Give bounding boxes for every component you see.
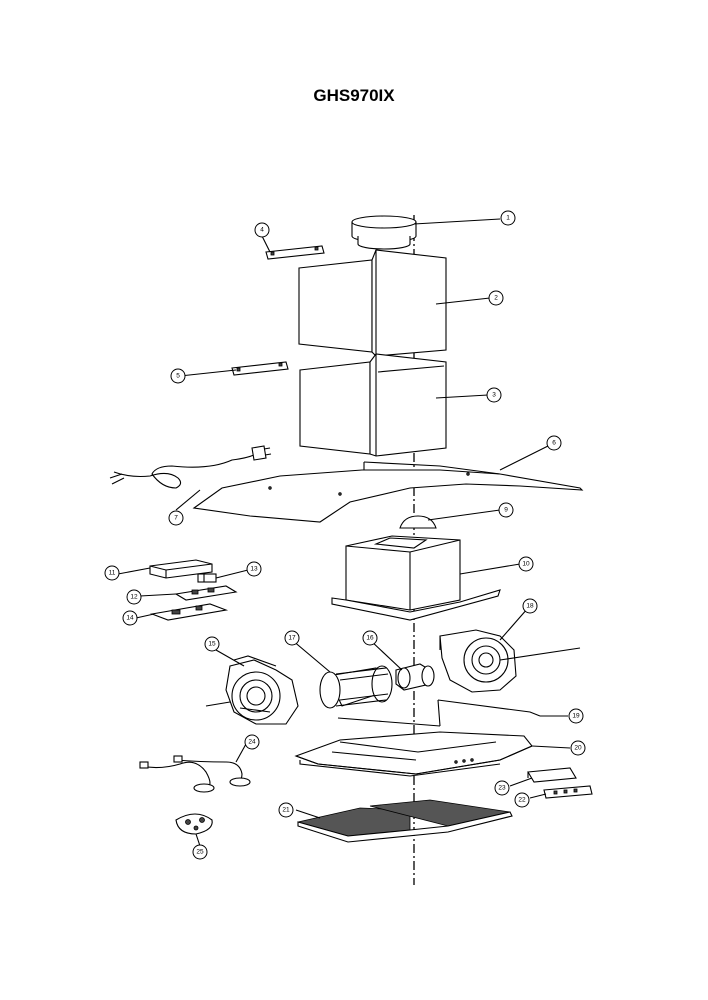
part-electronic-box bbox=[149, 559, 213, 579]
callout-7: 7 bbox=[168, 510, 184, 526]
svg-text:2: 2 bbox=[494, 295, 498, 302]
part-collar bbox=[351, 215, 417, 250]
svg-text:13: 13 bbox=[250, 566, 258, 573]
callout-3: 3 bbox=[486, 387, 502, 403]
callout-16: 16 bbox=[362, 630, 378, 646]
svg-text:10: 10 bbox=[522, 561, 530, 568]
svg-text:25: 25 bbox=[196, 849, 204, 856]
svg-text:24: 24 bbox=[248, 739, 256, 746]
part-hinge bbox=[527, 767, 577, 783]
callout-1: 1 bbox=[500, 210, 516, 226]
callout-4: 4 bbox=[254, 222, 270, 238]
svg-text:4: 4 bbox=[260, 227, 264, 234]
svg-text:12: 12 bbox=[130, 594, 138, 601]
callout-20: 20 bbox=[570, 740, 586, 756]
part-control-board bbox=[174, 585, 238, 601]
callout-23: 23 bbox=[494, 780, 510, 796]
svg-text:21: 21 bbox=[282, 807, 290, 814]
callout-24: 24 bbox=[244, 734, 260, 750]
part-fan-wheel bbox=[319, 665, 393, 709]
callout-14: 14 bbox=[122, 610, 138, 626]
part-gasket bbox=[337, 699, 541, 727]
svg-text:7: 7 bbox=[174, 515, 178, 522]
part-motor bbox=[395, 663, 435, 691]
callout-6: 6 bbox=[546, 435, 562, 451]
callout-5: 5 bbox=[170, 368, 186, 384]
page-title: GHS970IX bbox=[313, 86, 395, 105]
part-power-cord bbox=[109, 445, 272, 489]
part-motor-housing bbox=[331, 535, 501, 621]
part-hood-body bbox=[294, 731, 533, 777]
part-grease-filters bbox=[297, 799, 513, 843]
part-upper-bracket bbox=[265, 245, 325, 260]
svg-text:22: 22 bbox=[518, 797, 526, 804]
callout-10: 10 bbox=[518, 556, 534, 572]
part-lower-chimney bbox=[299, 353, 447, 457]
callout-25: 25 bbox=[192, 844, 208, 860]
svg-text:18: 18 bbox=[526, 603, 534, 610]
leader-lines bbox=[117, 218, 581, 847]
part-lamp-plate bbox=[175, 813, 213, 835]
svg-text:11: 11 bbox=[109, 570, 116, 577]
svg-text:15: 15 bbox=[208, 641, 216, 648]
part-glass-canopy bbox=[192, 461, 584, 523]
callout-11: 11 bbox=[104, 565, 120, 581]
part-lower-bracket bbox=[231, 361, 289, 376]
svg-text:3: 3 bbox=[492, 392, 496, 399]
callout-12: 12 bbox=[126, 589, 142, 605]
callout-2: 2 bbox=[488, 290, 504, 306]
callout-9: 9 bbox=[498, 502, 514, 518]
callout-13: 13 bbox=[246, 561, 262, 577]
callout-19: 19 bbox=[568, 708, 584, 724]
part-blower-right bbox=[439, 629, 517, 693]
part-lamp-wiring bbox=[139, 755, 251, 793]
part-blower-left bbox=[225, 655, 299, 725]
callout-15: 15 bbox=[204, 636, 220, 652]
svg-text:19: 19 bbox=[572, 713, 580, 720]
svg-text:14: 14 bbox=[126, 615, 134, 622]
callout-17: 17 bbox=[284, 630, 300, 646]
callout-22: 22 bbox=[514, 792, 530, 808]
part-light-strip bbox=[543, 785, 593, 799]
svg-text:16: 16 bbox=[366, 635, 374, 642]
svg-text:1: 1 bbox=[506, 215, 510, 222]
part-power-board bbox=[149, 603, 229, 621]
svg-text:17: 17 bbox=[288, 635, 296, 642]
part-upper-chimney bbox=[298, 249, 447, 357]
svg-text:23: 23 bbox=[498, 785, 506, 792]
callout-18: 18 bbox=[522, 598, 538, 614]
svg-text:6: 6 bbox=[552, 440, 556, 447]
svg-text:5: 5 bbox=[176, 373, 180, 380]
svg-text:20: 20 bbox=[574, 745, 582, 752]
svg-text:9: 9 bbox=[504, 507, 508, 514]
part-clip bbox=[399, 515, 437, 529]
callout-21: 21 bbox=[278, 802, 294, 818]
part-switch bbox=[197, 573, 217, 583]
